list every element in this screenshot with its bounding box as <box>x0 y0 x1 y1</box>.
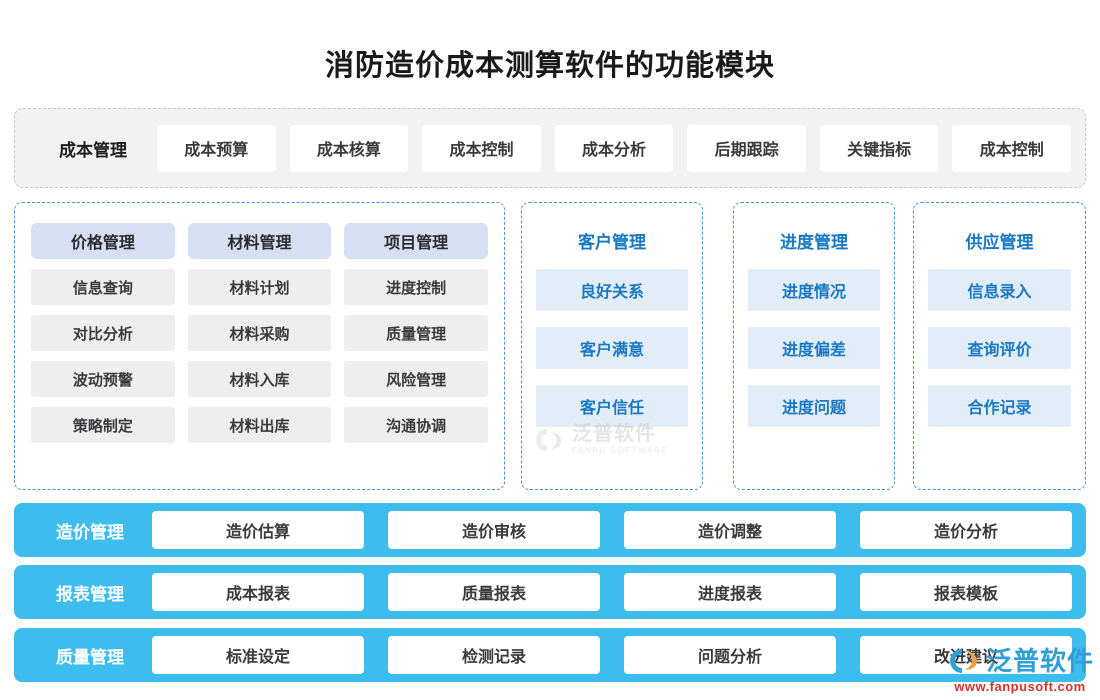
column-project-management: 项目管理 进度控制 质量管理 风险管理 沟通协调 <box>344 223 489 469</box>
column-item[interactable]: 材料出库 <box>187 407 332 443</box>
panel-header: 供应管理 <box>965 232 1034 252</box>
bar-chip[interactable]: 标准设定 <box>152 636 364 674</box>
band-chip[interactable]: 后期跟踪 <box>687 124 806 172</box>
bar-chip[interactable]: 问题分析 <box>624 636 836 674</box>
panel-item[interactable]: 客户信任 <box>536 385 688 427</box>
panel-item[interactable]: 信息录入 <box>928 269 1071 311</box>
bar-chip[interactable]: 质量报表 <box>388 573 600 611</box>
bar-chip[interactable]: 检测记录 <box>388 636 600 674</box>
panel-item[interactable]: 进度偏差 <box>748 327 880 369</box>
bar-label: 报表管理 <box>56 584 124 604</box>
band-chip[interactable]: 成本预算 <box>157 124 276 172</box>
panel-supply-management: 供应管理 信息录入 查询评价 合作记录 <box>913 202 1086 490</box>
column-item[interactable]: 波动预警 <box>31 361 175 397</box>
bar-label: 质量管理 <box>56 647 124 667</box>
band-chip[interactable]: 成本控制 <box>952 124 1072 172</box>
bar-chip[interactable]: 报表模板 <box>860 573 1072 611</box>
bar-cost-estimation: 造价管理 造价估算 造价审核 造价调整 造价分析 <box>14 503 1086 557</box>
column-item[interactable]: 进度控制 <box>344 269 489 305</box>
bar-chip[interactable]: 进度报表 <box>624 573 836 611</box>
bar-items-list: 标准设定 检测记录 问题分析 改进建议 <box>152 636 1072 674</box>
band-chip[interactable]: 关键指标 <box>819 124 939 172</box>
column-header[interactable]: 项目管理 <box>344 223 489 259</box>
blue-stack: 供应管理 信息录入 查询评价 合作记录 <box>914 203 1085 427</box>
column-item[interactable]: 质量管理 <box>344 315 489 351</box>
column-item[interactable]: 信息查询 <box>31 269 175 305</box>
panel-item[interactable]: 合作记录 <box>928 385 1071 427</box>
bar-report-management: 报表管理 成本报表 质量报表 进度报表 报表模板 <box>14 565 1086 619</box>
band-chip[interactable]: 成本分析 <box>554 124 674 172</box>
column-material-management: 材料管理 材料计划 材料采购 材料入库 材料出库 <box>187 223 332 469</box>
page-title: 消防造价成本测算软件的功能模块 <box>324 50 775 82</box>
middle-panels-row: 价格管理 信息查询 对比分析 波动预警 策略制定 材料管理 材料计划 材料采购 … <box>0 202 1100 490</box>
bar-chip[interactable]: 造价估算 <box>152 511 364 549</box>
bar-chip[interactable]: 成本报表 <box>152 573 364 611</box>
panel-item[interactable]: 良好关系 <box>536 269 688 311</box>
band-label-cost-management: 成本管理 <box>59 140 127 160</box>
panel-item[interactable]: 进度情况 <box>748 269 880 311</box>
blue-stack: 客户管理 良好关系 客户满意 客户信任 <box>522 203 702 427</box>
bar-chip[interactable]: 造价分析 <box>860 511 1072 549</box>
column-item[interactable]: 材料计划 <box>187 269 332 305</box>
band-chip[interactable]: 成本核算 <box>289 124 409 172</box>
column-header[interactable]: 材料管理 <box>187 223 332 259</box>
blue-stack: 进度管理 进度情况 进度偏差 进度问题 <box>734 203 894 427</box>
bar-chip[interactable]: 造价调整 <box>624 511 836 549</box>
bar-label: 造价管理 <box>56 522 124 542</box>
column-item[interactable]: 沟通协调 <box>344 407 489 443</box>
bar-chip[interactable]: 造价审核 <box>388 511 600 549</box>
columns-wrapper: 价格管理 信息查询 对比分析 波动预警 策略制定 材料管理 材料计划 材料采购 … <box>15 203 504 489</box>
panel-header: 客户管理 <box>578 232 646 252</box>
column-item[interactable]: 策略制定 <box>31 407 175 443</box>
band-chip[interactable]: 成本控制 <box>422 124 541 172</box>
panel-item[interactable]: 客户满意 <box>536 327 688 369</box>
panel-customer-management: 客户管理 良好关系 客户满意 客户信任 <box>521 202 703 490</box>
panel-item[interactable]: 进度问题 <box>748 385 880 427</box>
column-item[interactable]: 材料入库 <box>187 361 332 397</box>
cost-management-band: 成本管理 成本预算 成本核算 成本控制 成本分析 后期跟踪 关键指标 成本控制 <box>14 108 1086 188</box>
band-items-list: 成本预算 成本核算 成本控制 成本分析 后期跟踪 关键指标 成本控制 <box>157 124 1072 172</box>
panel-core-modules: 价格管理 信息查询 对比分析 波动预警 策略制定 材料管理 材料计划 材料采购 … <box>14 202 505 490</box>
column-header[interactable]: 价格管理 <box>31 223 175 259</box>
panel-schedule-management: 进度管理 进度情况 进度偏差 进度问题 <box>733 202 895 490</box>
panel-header: 进度管理 <box>780 232 848 252</box>
bar-chip[interactable]: 改进建议 <box>860 636 1072 674</box>
column-item[interactable]: 材料采购 <box>187 315 332 351</box>
column-item[interactable]: 对比分析 <box>31 315 175 351</box>
bar-items-list: 成本报表 质量报表 进度报表 报表模板 <box>152 573 1072 611</box>
column-item[interactable]: 风险管理 <box>344 361 489 397</box>
bar-quality-management: 质量管理 标准设定 检测记录 问题分析 改进建议 <box>14 628 1086 682</box>
panel-item[interactable]: 查询评价 <box>928 327 1071 369</box>
column-price-management: 价格管理 信息查询 对比分析 波动预警 策略制定 <box>31 223 175 469</box>
bar-items-list: 造价估算 造价审核 造价调整 造价分析 <box>152 511 1072 549</box>
